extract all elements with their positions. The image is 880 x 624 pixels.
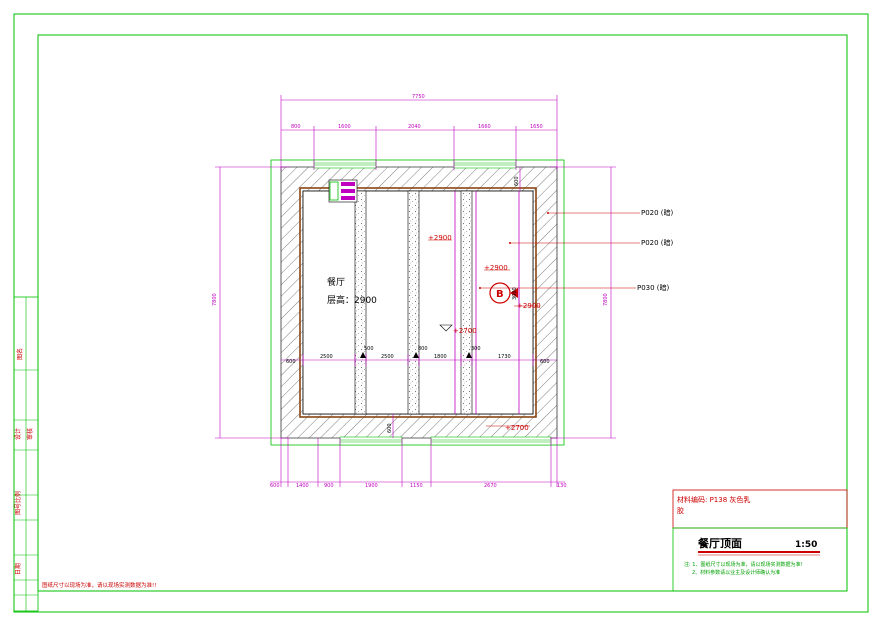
top-dimensions: [280, 95, 558, 170]
svg-text:+2900: +2900: [428, 234, 452, 242]
svg-text:1900: 1900: [365, 483, 378, 489]
beam-strip: [460, 190, 473, 415]
dim-text: 800: [291, 124, 301, 130]
dim-text: 7750: [412, 94, 425, 100]
material-ref: 材料编码: P138 灰色乳: [677, 495, 750, 504]
beam-markers: [360, 352, 472, 358]
drawing-title: 餐厅顶面: [697, 536, 742, 550]
room-height: 层高：2900: [327, 294, 377, 306]
svg-text:P030 (暗): P030 (暗): [637, 283, 670, 292]
svg-text:1800: 1800: [434, 354, 447, 360]
svg-text:600: 600: [514, 176, 520, 186]
svg-text:2670: 2670: [484, 483, 497, 489]
beam-strip: [354, 190, 367, 415]
svg-text:+2900: +2900: [484, 264, 508, 272]
title-block: 材料编码: P138 灰色乳 胶 餐厅顶面 1:50 注: 1、图纸尺寸以现场为…: [672, 489, 848, 592]
left-col-label: 图名: [16, 348, 24, 360]
left-col-label: 图号比例: [14, 491, 22, 515]
level-marker: +2900: [514, 302, 541, 310]
svg-text:P020 (暗): P020 (暗): [641, 208, 674, 217]
svg-text:+2900: +2900: [517, 302, 541, 310]
left-col-label: 设计: [14, 428, 22, 440]
svg-text:2500: 2500: [381, 354, 394, 360]
svg-text:+2700: +2700: [505, 424, 529, 432]
bottom-dimensions: [270, 438, 565, 487]
svg-text:P020 (暗): P020 (暗): [641, 238, 674, 247]
inner-dim-row: [281, 354, 557, 366]
left-col-label: 审核: [26, 428, 34, 440]
left-title-column: 图名 设计 审核 图号比例 日期: [13, 296, 39, 612]
svg-text:300: 300: [471, 346, 481, 352]
svg-text:800: 800: [418, 346, 428, 352]
room-outline-green: [270, 159, 565, 446]
svg-text:1150: 1150: [410, 483, 423, 489]
svg-text:3000: 3000: [512, 287, 518, 300]
svg-text:7800: 7800: [603, 293, 609, 306]
svg-text:7800: 7800: [212, 293, 218, 306]
level-marker: +2700: [439, 324, 477, 335]
level-marker: +2900: [428, 234, 452, 242]
svg-text:900: 900: [324, 483, 334, 489]
side-dimensions: [215, 166, 616, 439]
svg-text:B: B: [496, 289, 504, 300]
dim-text: 1600: [338, 124, 351, 130]
svg-text:130: 130: [557, 483, 567, 489]
svg-text:600: 600: [270, 483, 280, 489]
ac-unit-icon: [328, 179, 358, 203]
material-callout: P020 (暗): [547, 208, 674, 217]
beam-strip: [407, 190, 420, 415]
note-line-1: 注: 1、图纸尺寸以现场为准，请以现场实测数据为准!: [684, 561, 802, 568]
svg-text:1730: 1730: [498, 354, 511, 360]
material-callout: P030 (暗): [479, 283, 670, 292]
level-marker: +2900: [484, 264, 510, 272]
svg-text:600: 600: [286, 359, 296, 365]
svg-text:600: 600: [387, 423, 393, 433]
dim-text: 1660: [478, 124, 491, 130]
left-col-label: 日期: [14, 563, 22, 575]
svg-text:2500: 2500: [320, 354, 333, 360]
svg-text:600: 600: [540, 359, 550, 365]
material-callout: P020 (暗): [509, 238, 674, 247]
ceiling-edge: [299, 187, 537, 418]
footer-note: 图纸尺寸以现场为准，请以现场实测数据为准!!: [42, 581, 156, 589]
dim-text: 1650: [530, 124, 543, 130]
dim-text: 2040: [408, 124, 421, 130]
svg-text:500: 500: [364, 346, 374, 352]
drawing-scale: 1:50: [795, 540, 817, 550]
note-line-2: 2、材料参数请以业主及设计师确认为准: [692, 569, 780, 576]
svg-text:1400: 1400: [296, 483, 309, 489]
room-name: 餐厅: [327, 276, 345, 288]
svg-text:+2700: +2700: [453, 327, 477, 335]
level-marker: +2700: [486, 424, 530, 432]
material-ref-2: 胶: [677, 506, 684, 515]
